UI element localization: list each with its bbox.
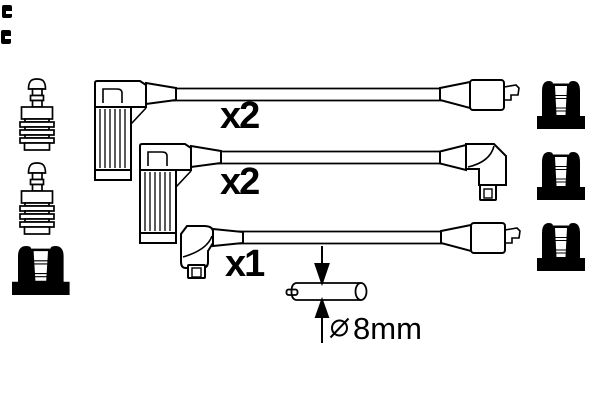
diameter-value-label: 8mm	[353, 311, 422, 346]
cable-diameter-callout	[285, 246, 368, 343]
ignition-lead-1	[94, 79, 520, 181]
rubber-cap-right-3-icon	[536, 222, 586, 272]
lead-3-right-terminal-icon	[440, 222, 521, 254]
lead-3-qty-label: x1	[225, 243, 265, 285]
ignition-lead-3	[180, 222, 521, 279]
lead-1-right-terminal-icon	[439, 79, 520, 111]
ignition-lead-2	[139, 143, 507, 244]
lead-2-qty-label: x2	[220, 161, 260, 203]
spark-plug-boot-top-icon	[19, 78, 55, 151]
rubber-cap-right-1-icon	[536, 80, 586, 130]
dimension-arrows-icon	[314, 246, 330, 343]
spark-plug-boot-bottom-icon	[19, 162, 55, 235]
corner-crop-marks-icon	[1, 5, 12, 44]
rubber-cap-right-2-icon	[536, 151, 586, 201]
lead-1-qty-label: x2	[220, 95, 260, 137]
lead-3-left-boot-icon	[180, 225, 244, 279]
rubber-cap-left-icon	[11, 245, 71, 296]
diameter-symbol-icon	[329, 317, 350, 339]
cable-section-icon	[285, 282, 368, 301]
lead-2-right-elbow-icon	[439, 143, 507, 201]
